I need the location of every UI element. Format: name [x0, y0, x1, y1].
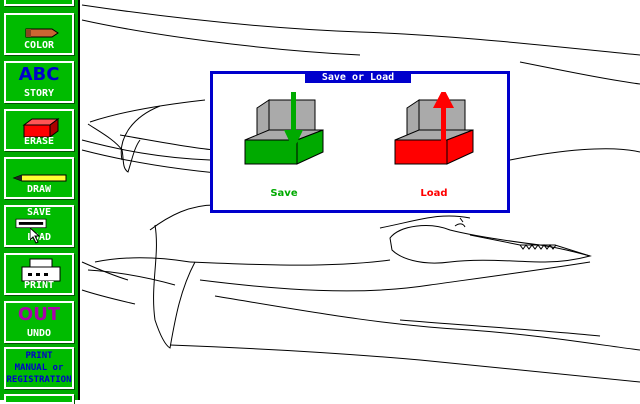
color-button[interactable]: COLOR: [4, 13, 74, 55]
abc-icon: ABC: [18, 64, 60, 85]
save-label-top: SAVE: [26, 207, 52, 218]
undo-button[interactable]: OUT UNDO: [4, 301, 74, 343]
lower-whale-mouth: [469, 234, 591, 257]
toolbar-divider: [78, 0, 80, 400]
save-box-arrow-down-icon: [244, 92, 324, 165]
undo-label: UNDO: [26, 328, 52, 339]
out-icon: OUT: [17, 304, 61, 325]
save-load-dialog: Save or Load Save Loa: [210, 71, 510, 213]
eraser-icon: [22, 118, 60, 138]
load-label-bottom: LOAD: [26, 232, 52, 243]
upper-whale-tail: [87, 123, 141, 173]
draw-button[interactable]: DRAW: [4, 157, 74, 199]
story-button[interactable]: ABC STORY: [4, 61, 74, 103]
body-line: [189, 259, 591, 292]
wave-line: [81, 261, 136, 305]
story-label: STORY: [23, 88, 55, 99]
upper-whale-fin: [120, 105, 161, 161]
pencil-icon: [12, 174, 67, 182]
manual-line3: REGISTRATION: [6, 375, 72, 385]
dialog-title: Save or Load: [305, 72, 411, 83]
lower-whale-eye: [454, 217, 466, 228]
printer-icon: [21, 258, 61, 282]
draw-label: DRAW: [26, 184, 52, 195]
erase-button[interactable]: ERASE: [4, 109, 74, 151]
mouse-cursor-icon: [30, 228, 41, 244]
load-option[interactable]: Load: [389, 88, 479, 202]
erase-label: ERASE: [23, 136, 55, 147]
wave-line: [399, 319, 601, 337]
print-manual-button[interactable]: PRINT MANUAL or REGISTRATION: [4, 347, 74, 389]
toolbar: COLOR ABC STORY ERASE DRAW SAVE LOAD: [0, 0, 80, 404]
disk-drive-icon: [15, 218, 47, 229]
lower-whale-fin: [153, 224, 196, 349]
toolbar-bottom-stub[interactable]: [4, 394, 74, 404]
manual-line2: MANUAL or: [14, 363, 64, 373]
upper-whale-outline: [89, 99, 640, 161]
wave-line: [81, 4, 640, 56]
toolbar-top-stub[interactable]: [4, 0, 74, 6]
print-button[interactable]: PRINT: [4, 253, 74, 295]
save-option[interactable]: Save: [239, 92, 329, 202]
wave-line: [519, 61, 640, 85]
lower-whale-head: [389, 225, 592, 264]
body-line: [214, 295, 640, 351]
print-label: PRINT: [23, 280, 55, 291]
manual-line1: PRINT: [25, 351, 53, 361]
color-label: COLOR: [23, 40, 55, 51]
save-load-button[interactable]: SAVE LOAD: [4, 205, 74, 247]
wave-line: [81, 19, 361, 56]
save-label: Save: [270, 188, 298, 199]
lower-whale-flipper: [87, 257, 191, 286]
wave-line: [169, 344, 640, 383]
crayon-icon: [25, 28, 59, 38]
load-label: Load: [420, 188, 448, 199]
lower-whale-teeth: [519, 244, 557, 250]
load-box-arrow-up-icon: [394, 88, 474, 165]
